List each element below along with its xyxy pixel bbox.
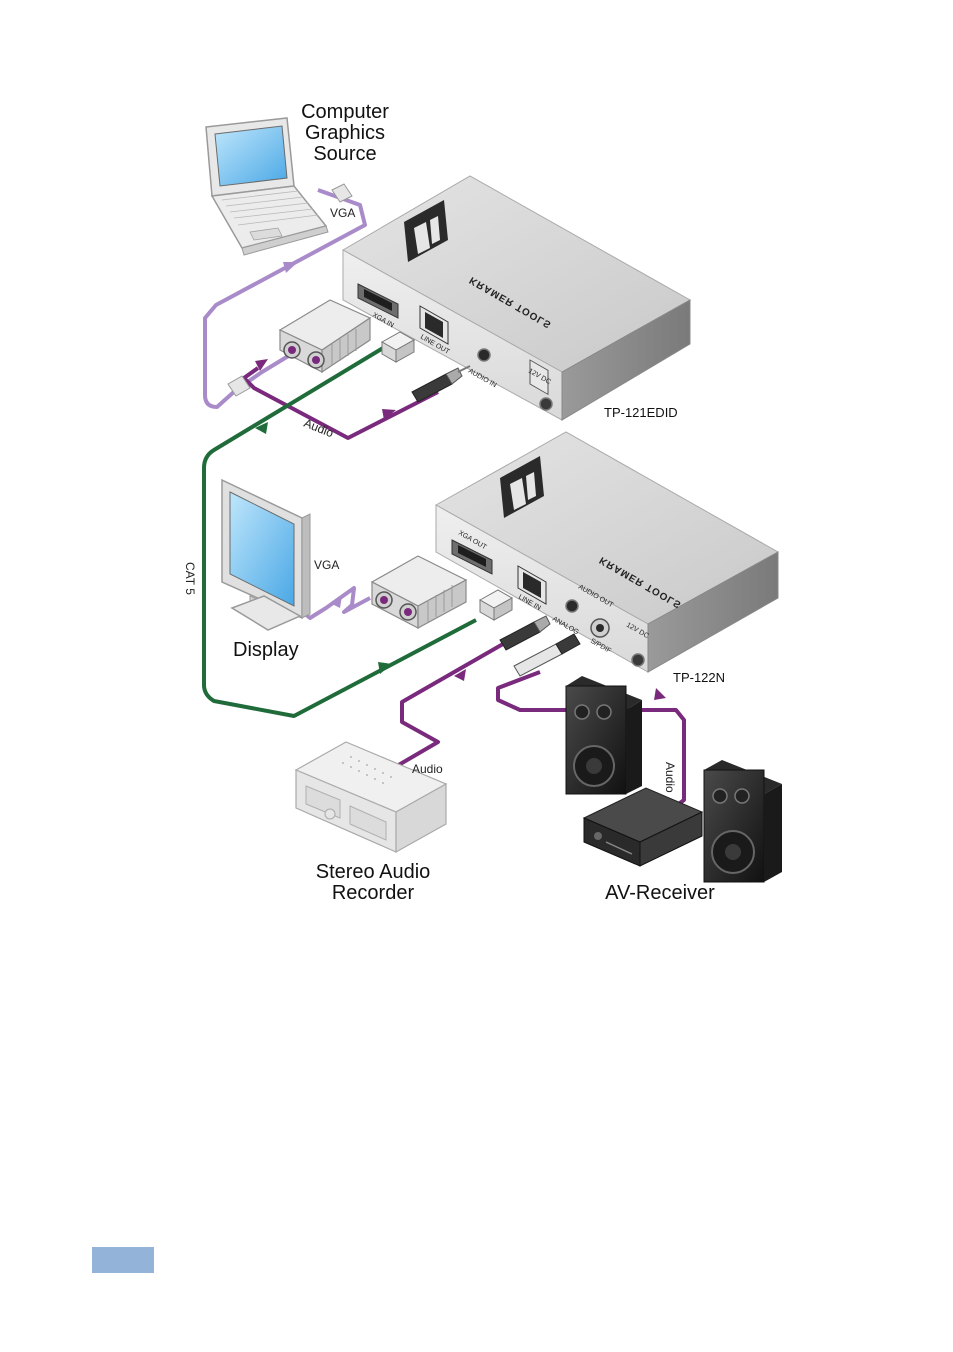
audio-label-av: Audio — [663, 762, 677, 793]
audio-arrow-av — [654, 688, 666, 700]
audio-plug-transmitter — [412, 366, 470, 402]
vga-connector-transmitter — [280, 300, 370, 372]
receiver-box: KRAMER TOOLS XGA OUT LINE IN AUDIO OUT A… — [436, 432, 778, 672]
audio-cable-transmitter — [244, 368, 438, 438]
audio-plug-receiver — [500, 616, 550, 650]
page-number-tab — [92, 1247, 154, 1273]
audio-in-jack — [478, 349, 490, 361]
recorder-title-line1: Stereo Audio — [316, 861, 431, 883]
stereo-recorder-icon — [296, 742, 446, 852]
power-jack-receiver — [632, 654, 644, 666]
cat5-label: CAT 5 — [183, 562, 197, 595]
left-speaker-icon — [566, 676, 642, 794]
receiver-model-label: TP-122N — [673, 670, 725, 685]
display-title: Display — [233, 639, 299, 661]
av-receiver-title: AV-Receiver — [605, 882, 715, 904]
cat5-arrow-bottom — [378, 662, 392, 674]
transmitter-model-label: TP-121EDID — [604, 405, 678, 420]
vga-connector-receiver — [372, 556, 466, 628]
vga-label-top: VGA — [330, 206, 355, 220]
right-speaker-icon — [704, 760, 782, 882]
source-title-line3: Source — [313, 143, 376, 165]
recorder-title-line2: Recorder — [332, 882, 415, 904]
vga-arrow-source — [283, 262, 298, 273]
vga-label-display: VGA — [314, 558, 339, 572]
audio-label-recorder: Audio — [412, 762, 443, 776]
source-title-line2: Graphics — [305, 122, 385, 144]
monitor-icon — [222, 480, 310, 630]
audio-label-top: Audio — [302, 416, 336, 441]
audio-out-jack — [566, 600, 578, 612]
audio-cable-recorder — [390, 640, 510, 770]
transmitter-box: KRAMER TOOLS XGA IN LINE OUT AUDIO IN 12… — [343, 176, 690, 420]
spdif-jack-core — [596, 624, 604, 632]
source-title-line1: Computer — [301, 101, 389, 123]
rj45-plug-receiver — [480, 590, 512, 620]
